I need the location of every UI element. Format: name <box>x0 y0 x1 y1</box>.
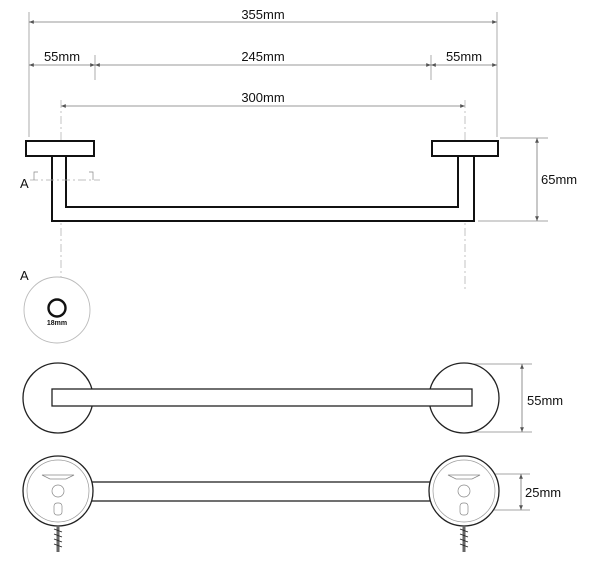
section-tube-diameter: 18mm <box>47 320 67 327</box>
front-view <box>25 140 499 222</box>
rail-bar-plan <box>51 388 473 407</box>
section-label: A <box>20 268 29 283</box>
anchor-hole-left <box>53 502 63 516</box>
mounting-slot-left <box>41 474 75 480</box>
section-arrow-right <box>89 171 94 180</box>
section-tube-circle <box>47 298 67 318</box>
rail-bar-back <box>89 481 431 502</box>
dimension-lines <box>28 12 548 511</box>
dim-label-rose-diameter: 55mm <box>527 393 563 408</box>
dim-label-rose-left: 55mm <box>44 49 80 64</box>
mounting-slot-right <box>447 474 481 480</box>
section-marker-label: A <box>20 176 29 191</box>
screw-hole-left <box>51 484 65 498</box>
screw-right-icon <box>459 526 469 552</box>
dim-label-bar-span: 245mm <box>241 49 284 64</box>
screw-left-icon <box>53 526 63 552</box>
back-view <box>22 455 500 552</box>
plan-view <box>22 362 500 434</box>
dim-label-overall: 355mm <box>241 7 284 22</box>
rose-right-front <box>431 140 499 157</box>
dim-label-bar-height: 25mm <box>525 485 561 500</box>
dim-label-center-distance: 300mm <box>241 90 284 105</box>
anchor-hole-right <box>459 502 469 516</box>
dim-label-projection: 65mm <box>541 172 577 187</box>
section-arrow-left <box>33 171 38 180</box>
rail-bar-front <box>51 155 475 222</box>
rose-left-back <box>22 455 94 527</box>
rose-right-back <box>428 455 500 527</box>
rose-left-front <box>25 140 95 157</box>
screw-hole-right <box>457 484 471 498</box>
section-a-view <box>23 276 91 344</box>
dim-label-rose-right: 55mm <box>446 49 482 64</box>
